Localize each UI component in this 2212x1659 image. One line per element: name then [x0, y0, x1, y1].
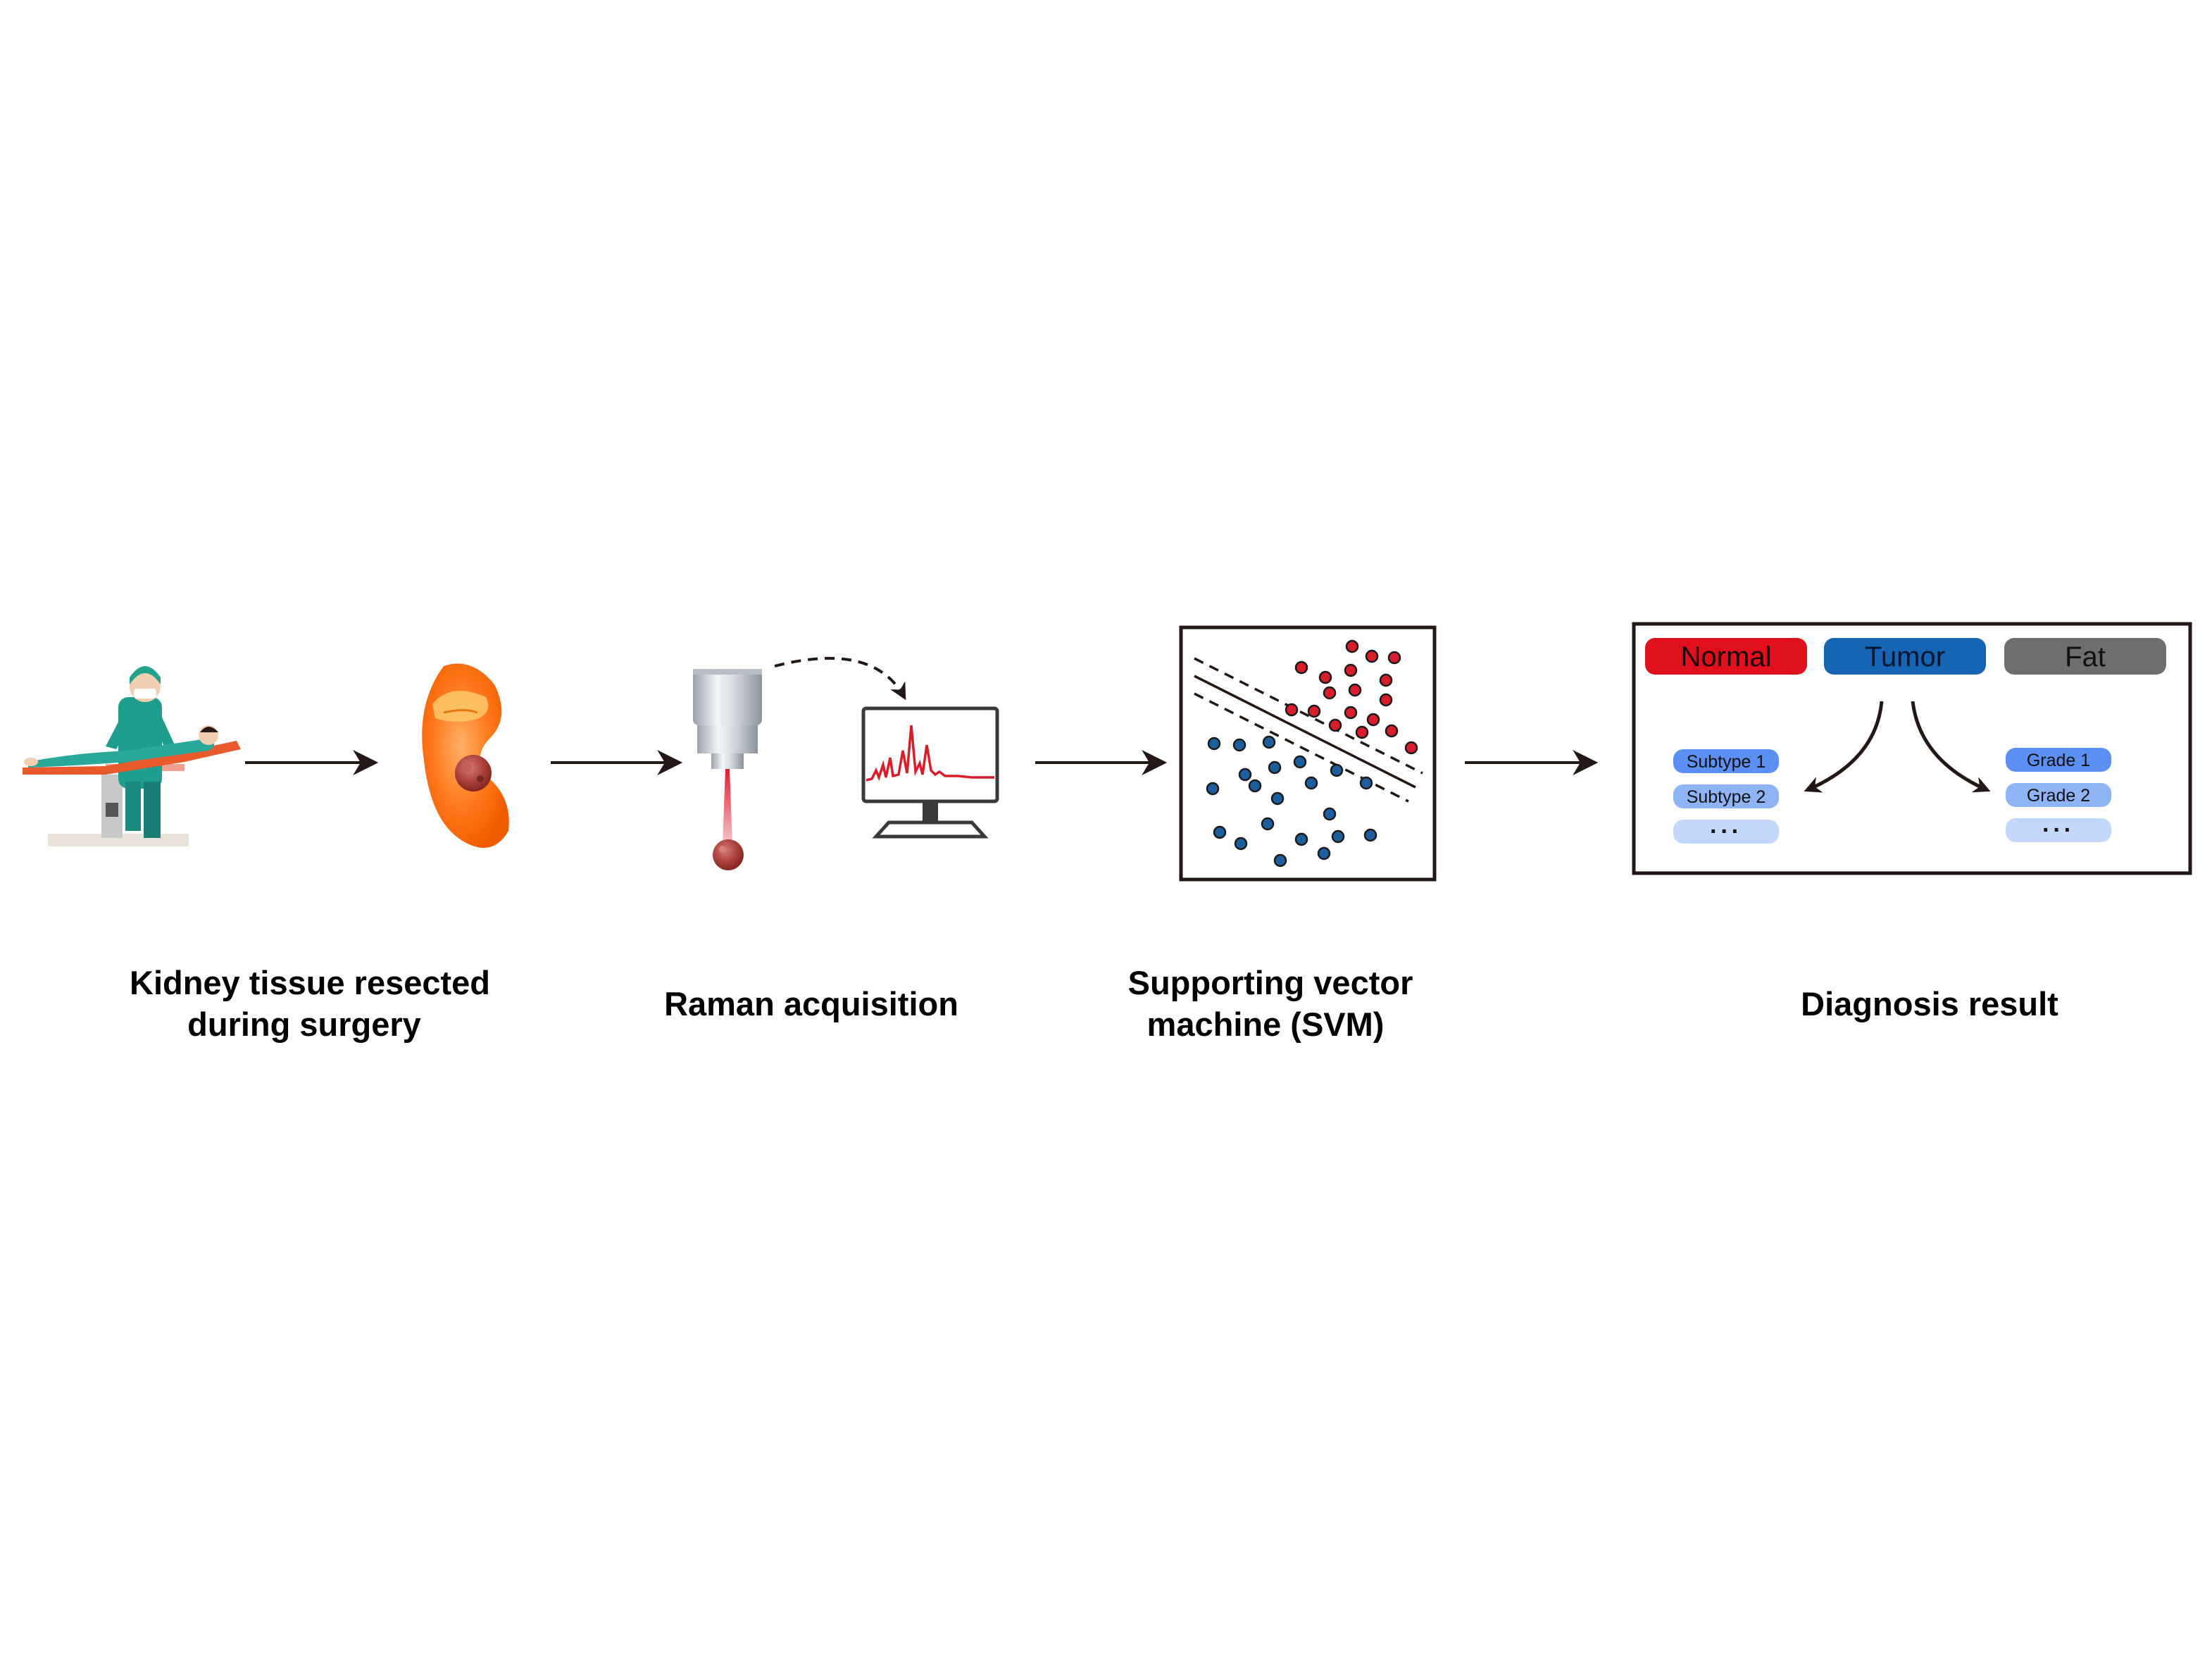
- svm-class-b-point-5: [1330, 763, 1344, 777]
- kidney-tumor-icon: [422, 663, 509, 849]
- grade-chip-2: [2006, 783, 2111, 807]
- svm-class-a-point-17: [1385, 724, 1399, 738]
- svm-class-b-point-11: [1206, 782, 1220, 796]
- svm-class-b-point-19: [1363, 828, 1377, 842]
- stage-1-label-line-1: Kidney tissue resected: [130, 964, 490, 1001]
- svm-class-a-point-3: [1387, 651, 1401, 665]
- category-label-normal: Normal: [1681, 641, 1772, 672]
- svm-class-b-point-9: [1304, 776, 1318, 790]
- svm-class-b-point-3: [1262, 735, 1276, 749]
- svm-class-a-point-5: [1318, 670, 1332, 684]
- subtype-label-2: Subtype 2: [1687, 787, 1766, 807]
- stage-labels: Kidney tissue resected during surgery Ra…: [130, 964, 2058, 1043]
- svm-class-b-point-18: [1331, 830, 1345, 844]
- svm-class-b-point-16: [1261, 817, 1275, 831]
- svm-class-b-point-13: [1323, 807, 1337, 821]
- monitor-spectrum-icon: [861, 706, 999, 839]
- svm-class-b-point-12: [1270, 791, 1285, 806]
- tissue-sample-icon: [713, 839, 744, 870]
- subtype-label-1: Subtype 1: [1687, 752, 1766, 772]
- svm-class-a-point-15: [1328, 718, 1342, 732]
- svm-class-b-point-4: [1293, 755, 1307, 769]
- svm-frame: [1179, 625, 1437, 882]
- objective-lens-icon: [693, 669, 762, 769]
- svm-decision-boundary: [1194, 675, 1416, 789]
- stage-1-label-line-2: during surgery: [187, 1006, 421, 1043]
- stage-4-label: Diagnosis result: [1801, 985, 2058, 1022]
- svm-margin-lower: [1194, 692, 1409, 803]
- svm-class-a-point-18: [1404, 741, 1418, 755]
- svm-class-b-point-14: [1213, 825, 1227, 839]
- grade-label-more: ···: [2042, 817, 2075, 844]
- svm-class-a-point-12: [1307, 704, 1321, 718]
- svm-class-a-point-16: [1355, 725, 1369, 739]
- category-pill-tumor: [1824, 638, 1986, 675]
- grade-chip-more: [2006, 818, 2111, 842]
- grade-label-2: Grade 2: [2027, 786, 2090, 806]
- category-pill-normal: [1645, 638, 1807, 675]
- subtype-chip-2: [1673, 784, 1779, 808]
- svm-class-a-point-1: [1345, 639, 1359, 653]
- svm-class-a-point-13: [1344, 706, 1358, 720]
- diagnosis-panel: Normal Tumor Fat Subtype 1 Subtype 2 ···…: [1632, 622, 2192, 875]
- svm-class-a-point-10: [1379, 693, 1393, 707]
- svm-class-a-point-14: [1366, 713, 1380, 727]
- svm-class-a-point-9: [1348, 683, 1362, 697]
- svm-class-a-point-8: [1323, 686, 1337, 700]
- category-label-fat: Fat: [2065, 641, 2106, 672]
- svm-class-a-point-11: [1285, 703, 1299, 717]
- dashed-transfer-arrow: [774, 656, 906, 701]
- svm-class-b-point-21: [1317, 846, 1331, 860]
- grade-label-1: Grade 1: [2027, 751, 2090, 770]
- stage-3-label-line-2: machine (SVM): [1147, 1006, 1385, 1043]
- subtype-chip-1: [1673, 749, 1779, 773]
- svm-points: [1206, 639, 1418, 868]
- svm-class-b-point-6: [1238, 768, 1252, 782]
- svm-class-b-point-20: [1273, 853, 1287, 868]
- subtype-label-more: ···: [1710, 818, 1742, 845]
- svm-class-b-point-8: [1248, 779, 1262, 793]
- svm-class-b-point-1: [1207, 737, 1221, 751]
- category-label-tumor: Tumor: [1865, 641, 1945, 672]
- svm-class-b-point-15: [1234, 837, 1248, 851]
- subtype-chip-more: [1673, 820, 1779, 844]
- tumor-to-grade-arrow: [1911, 701, 1991, 793]
- svm-class-a-point-6: [1344, 663, 1358, 677]
- category-pill-fat: [2004, 638, 2166, 675]
- grade-chip-1: [2006, 748, 2111, 772]
- svm-class-b-point-17: [1294, 832, 1308, 846]
- stage-3-label-line-1: Supporting vector: [1128, 964, 1413, 1001]
- stage-2-label: Raman acquisition: [664, 985, 958, 1022]
- tumor-to-subtype-arrow: [1804, 701, 1884, 793]
- svm-class-a-point-4: [1294, 661, 1308, 675]
- svm-class-b-point-7: [1268, 760, 1282, 775]
- svm-class-a-point-2: [1365, 649, 1379, 663]
- surgery-scene-icon: [23, 666, 241, 846]
- svm-class-b-point-10: [1359, 776, 1373, 790]
- laser-beam-icon: [723, 769, 732, 845]
- svm-class-a-point-7: [1379, 673, 1393, 687]
- svm-plot: [1179, 625, 1437, 882]
- svm-margin-upper: [1194, 657, 1423, 775]
- svm-class-b-point-2: [1232, 738, 1246, 752]
